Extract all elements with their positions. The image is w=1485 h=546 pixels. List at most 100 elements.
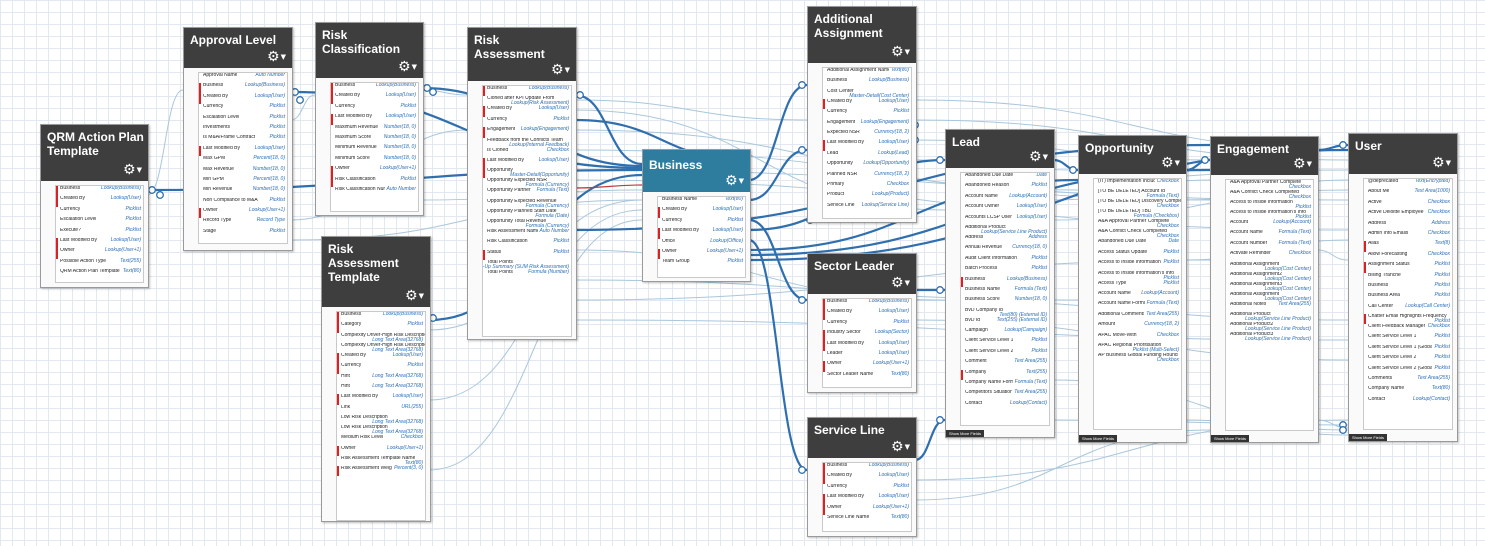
show-more-fields-link[interactable]: Show More Fields [1079,435,1118,442]
gear-menu-icon[interactable]: ⚙▼ [551,62,570,78]
node-header[interactable]: Business ⚙▼ [643,150,750,192]
object-node-engagement[interactable]: Engagement ⚙▼ A&A Approval Partner Compl… [1210,136,1319,443]
field-row[interactable]: Additional Comments (AP)Text Area(255) [1094,311,1181,322]
field-row[interactable]: (IT) Implementation IncludedCheckbox [1094,179,1181,189]
show-more-fields-link[interactable]: Show More Fields [946,430,985,437]
gear-menu-icon[interactable]: ⚙▼ [405,288,424,304]
node-header[interactable]: Approval Level ⚙▼ [184,28,292,68]
field-row[interactable]: Client Service Level 1 (Global)Picklist [1364,344,1452,355]
show-more-fields-link[interactable]: Show More Fields [1211,435,1250,442]
gear-menu-icon[interactable]: ⚙▼ [123,162,142,178]
gear-menu-icon[interactable]: ⚙▼ [891,44,910,60]
gear-menu-icon[interactable]: ⚙▼ [1029,149,1048,165]
gear-menu-icon[interactable]: ⚙▼ [398,59,417,75]
node-header[interactable]: Service Line ⚙▼ [808,418,916,458]
